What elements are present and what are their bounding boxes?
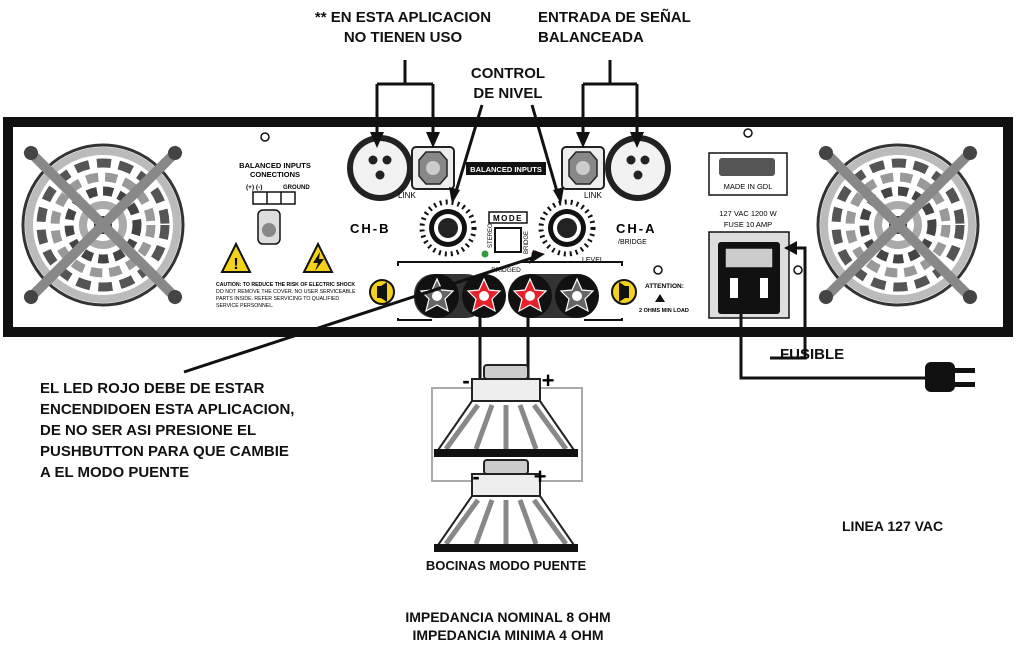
stereo-label: STEREO [488,223,494,248]
bridged-label: BRIDGED [491,267,521,274]
impedance-nominal-note: IMPEDANCIA NOMINAL 8 OHM [405,609,611,625]
link-right-label: LINK [584,191,602,200]
speaker-top-minus: - [462,368,469,393]
fan-right-icon [818,145,978,305]
jack-link-ch-b-icon [411,146,455,190]
terminal-post-red-right-icon [507,273,553,319]
red-led-line-3: DE NO SER ASI PRESIONE EL [40,422,257,439]
balanced-inputs-conections-label-1: BALANCED INPUTS [239,161,311,170]
balanced-inputs-tag: BALANCED INPUTS [470,165,542,174]
caution-line-1: CAUTION: TO REDUCE THE RISK OF ELECTRIC … [216,282,355,288]
pin-labels: (+) (-) [246,184,262,191]
power-plug-icon [925,362,975,392]
balanced-input-note: ENTRADA DE SEÑAL BALANCEADA [538,8,691,48]
attention-label: ATTENTION: [645,283,684,290]
fuse-note: FUSIBLE [780,346,845,363]
ch-b-label: CH-B [350,221,391,236]
level-control-line-1: CONTROL [470,65,546,82]
balanced-input-line-2: BALANCEADA [538,29,644,46]
caution-line-4: SERVICE PERSONNEL. [216,303,274,309]
svg-text:!: ! [233,256,238,273]
bridge-label: /BRIDGE [618,239,647,246]
speaker-top-icon [434,365,578,457]
no-use-line-2: NO TIENEN USO [343,29,463,46]
caution-line-3: PARTS INSIDE. REFER SERVICING TO QUALIFI… [216,296,339,302]
speaker-bottom-plus: + [534,464,547,489]
speaker-top-plus: + [542,368,555,393]
speaker-warning-right-icon [611,279,637,305]
mode-pushbutton [494,227,522,253]
impedance-min-note: IMPEDANCIA MINIMA 4 OHM [412,627,604,643]
fan-left-icon [23,145,183,305]
led-green-icon [481,250,489,258]
terminal-post-red-left-icon [461,273,507,319]
power-rating-label: 127 VAC 1200 W [719,209,777,218]
speaker-warning-left-icon [369,279,395,305]
red-led-line-5: A EL MODO PUENTE [40,464,190,481]
line-voltage-note: LINEA 127 VAC [842,518,944,534]
caution-line-2: DO NOT REMOVE THE COVER. NO USER SERVICE… [216,289,356,295]
speaker-bottom-icon [434,460,578,552]
no-use-note: ** EN ESTA APLICACION NO TIENEN USO [283,8,523,48]
caution-icon: ! [220,241,252,273]
balanced-inputs-conections-label-2: CONECTIONS [250,170,300,179]
level-label: LEVEL [582,257,604,264]
level-control-line-2: DE NIVEL [473,85,543,102]
electric-shock-icon [302,241,334,273]
bridge-vertical-label: BRIDGE [524,231,530,254]
red-led-line-2: ENCENDIDOEN ESTA APLICACION, [40,401,295,418]
red-led-line-1: EL LED ROJO DEBE DE ESTAR [40,380,265,397]
speaker-bottom-minus: - [472,464,479,489]
level-control-note: CONTROL DE NIVEL [458,64,558,104]
link-left-label: LINK [398,191,416,200]
balanced-input-line-1: ENTRADA DE SEÑAL [538,9,691,26]
red-led-line-4: PUSHBUTTON PARA QUE CAMBIE [40,443,289,460]
terminal-post-black-right-icon [554,273,600,319]
red-led-note: EL LED ROJO DEBE DE ESTAR ENCENDIDOEN ES… [40,378,294,483]
mode-label: MODE [493,214,523,223]
fuse-rating-label: FUSE 10 AMP [724,220,772,229]
speakers-bridge-note: BOCINAS MODO PUENTE [425,558,587,573]
fuse-holder-icon [724,247,774,269]
terminal-post-black-left-icon [414,273,460,319]
min-load-label: 2 OHMS MIN LOAD [639,308,689,314]
ch-a-label: CH-A [616,221,657,236]
jack-link-ch-a-icon [561,146,605,190]
no-use-line-1: ** EN ESTA APLICACION [314,9,492,26]
made-in-label: MADE IN GDL [724,182,773,191]
ground-label: GROUND [283,185,310,191]
